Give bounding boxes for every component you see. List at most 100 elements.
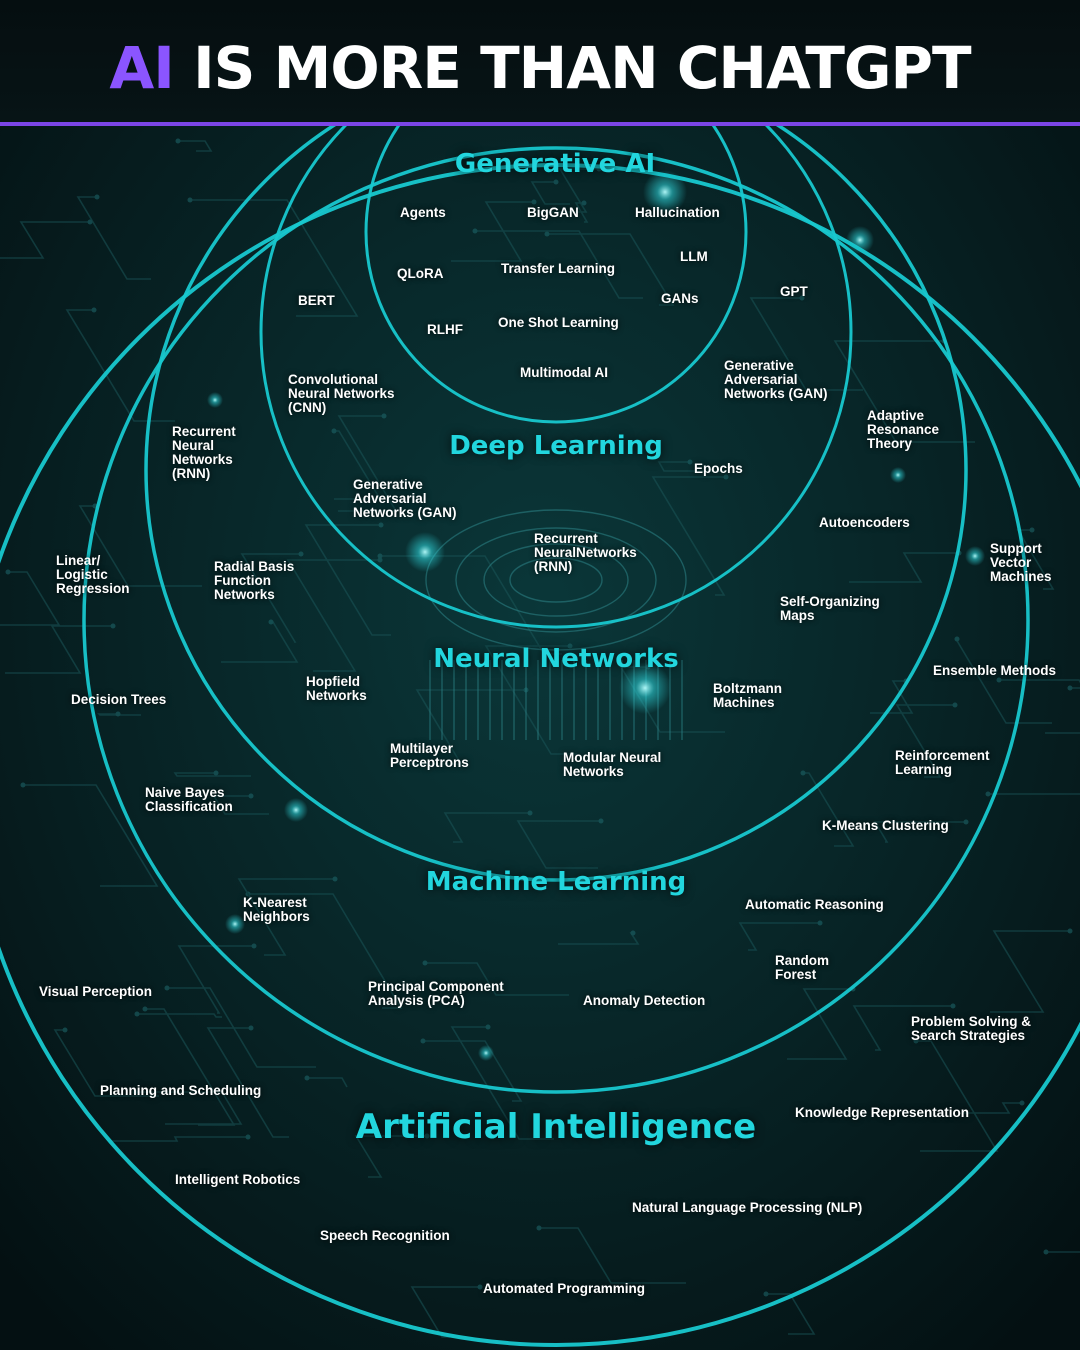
term-anomaly-detection: Anomaly Detection bbox=[583, 993, 706, 1008]
glow-spark bbox=[890, 467, 906, 483]
term-support-vector-machines: Support Vector Machines bbox=[990, 541, 1052, 584]
term-gans: GANs bbox=[661, 291, 699, 306]
circuit-node bbox=[94, 194, 100, 200]
circuit-node bbox=[950, 1003, 956, 1009]
circuit-trace bbox=[23, 784, 159, 887]
circuit-node bbox=[175, 138, 181, 144]
circuit-trace bbox=[307, 1077, 348, 1088]
term-gpt: GPT bbox=[780, 284, 808, 299]
circuit-trace bbox=[803, 772, 855, 847]
circuit-node bbox=[472, 228, 478, 234]
term-hallucination: Hallucination bbox=[635, 205, 720, 220]
page-title: AI IS MORE THAN CHATGPT bbox=[0, 30, 1080, 106]
term-gan-left: Generative Adversarial Networks (GAN) bbox=[353, 477, 457, 520]
circuit-node bbox=[598, 818, 604, 824]
circuit-node bbox=[420, 1038, 426, 1044]
circuit-node bbox=[331, 428, 337, 434]
circuit-node bbox=[531, 199, 537, 205]
circuit-node bbox=[952, 702, 958, 708]
circuit-trace bbox=[852, 1005, 953, 1051]
ring-label-artificial-intelligence: Artificial Intelligence bbox=[355, 1107, 757, 1147]
circuit-node bbox=[62, 1027, 68, 1033]
circuit-node bbox=[800, 770, 806, 776]
circuit-node bbox=[581, 200, 587, 206]
term-automatic-reasoning: Automatic Reasoning bbox=[745, 897, 884, 912]
circuit-trace bbox=[475, 230, 643, 299]
circuit-node bbox=[817, 920, 823, 926]
circuit-trace bbox=[304, 524, 391, 636]
circuit-node bbox=[20, 782, 26, 788]
circuit-trace bbox=[212, 795, 269, 815]
circuit-trace bbox=[963, 1102, 1022, 1114]
term-qlora: QLoRA bbox=[397, 266, 444, 281]
circuit-trace bbox=[137, 1013, 222, 1018]
term-modular-neural-networks: Modular Neural Networks bbox=[563, 750, 662, 779]
glow-spark bbox=[207, 392, 223, 408]
term-agents: Agents bbox=[400, 205, 446, 220]
term-automated-programming: Automated Programming bbox=[483, 1281, 646, 1296]
term-self-organizing-maps: Self-Organizing Maps bbox=[780, 594, 880, 623]
circuit-node bbox=[377, 553, 383, 559]
circuit-node bbox=[132, 1089, 138, 1095]
circuit-trace bbox=[97, 713, 141, 716]
chip-contour bbox=[425, 509, 687, 651]
circuit-node bbox=[567, 643, 573, 649]
term-problem-solving: Problem Solving & Search Strategies bbox=[911, 1014, 1032, 1043]
circuit-trace bbox=[738, 922, 820, 951]
circuit-node bbox=[985, 791, 991, 797]
circuit-trace bbox=[190, 199, 359, 317]
circuit-node bbox=[378, 522, 384, 528]
circuit-node bbox=[630, 930, 636, 936]
term-ensemble-methods: Ensemble Methods bbox=[933, 663, 1057, 678]
term-nlp: Natural Language Processing (NLP) bbox=[632, 1200, 863, 1215]
term-llm: LLM bbox=[680, 249, 708, 264]
circuit-trace bbox=[849, 552, 959, 583]
circuit-node bbox=[1029, 527, 1035, 533]
glow-spark bbox=[643, 170, 687, 214]
circuit-node bbox=[115, 711, 121, 717]
term-boltzmann-machines: Boltzmann Machines bbox=[713, 681, 782, 710]
term-rnn-inner: Recurrent NeuralNetworks (RNN) bbox=[534, 531, 637, 574]
header-bar: AI IS MORE THAN CHATGPT bbox=[0, 0, 1080, 126]
circuit-trace bbox=[410, 1286, 480, 1338]
circuit-trace bbox=[574, 202, 589, 223]
term-random-forest: Random Forest bbox=[775, 953, 829, 982]
circuit-node bbox=[248, 1025, 254, 1031]
circuit-trace bbox=[443, 812, 530, 843]
term-hopfield-networks: Hopfield Networks bbox=[306, 674, 367, 703]
circuit-node bbox=[954, 636, 960, 642]
title-rest: IS MORE THAN CHATGPT bbox=[193, 34, 971, 102]
circuit-node bbox=[424, 1133, 430, 1139]
circuit-trace bbox=[1016, 529, 1055, 590]
circuit-node bbox=[536, 1225, 542, 1231]
circuit-trace bbox=[248, 893, 403, 1009]
glow-spark bbox=[225, 914, 245, 934]
circuit-trace bbox=[286, 559, 380, 672]
circuit-node bbox=[248, 793, 254, 799]
circuit-node bbox=[164, 985, 170, 991]
circuit-trace bbox=[76, 196, 151, 280]
circuit-node bbox=[110, 623, 116, 629]
ring-artificial-intelligence bbox=[0, 163, 1080, 1347]
term-rnn: Recurrent Neural Networks (RNN) bbox=[172, 424, 236, 481]
circuit-trace bbox=[657, 461, 725, 472]
term-linear-logistic-regression: Linear/ Logistic Regression bbox=[56, 553, 130, 596]
circuit-trace bbox=[0, 571, 61, 626]
ring-label-deep-learning: Deep Learning bbox=[449, 431, 663, 461]
circuit-trace bbox=[873, 821, 966, 843]
term-radial-basis-function-networks: Radial Basis Function Networks bbox=[214, 559, 295, 602]
term-multilayer-perceptrons: Multilayer Perceptrons bbox=[390, 741, 469, 770]
term-biggan: BigGAN bbox=[527, 205, 579, 220]
chip-contour bbox=[483, 543, 629, 617]
term-intelligent-robotics: Intelligent Robotics bbox=[175, 1172, 301, 1187]
term-epochs: Epochs bbox=[694, 461, 743, 476]
term-adaptive-resonance-theory: Adaptive Resonance Theory bbox=[867, 408, 940, 451]
ring-label-machine-learning: Machine Learning bbox=[425, 867, 687, 897]
term-naive-bayes-classification: Naive Bayes Classification bbox=[145, 785, 233, 814]
circuit-node bbox=[763, 1291, 769, 1297]
circuit-trace bbox=[484, 645, 577, 755]
circuit-node bbox=[963, 819, 969, 825]
circuit-node bbox=[687, 459, 693, 465]
circuit-node bbox=[268, 619, 274, 625]
term-transfer-learning: Transfer Learning bbox=[501, 261, 616, 276]
